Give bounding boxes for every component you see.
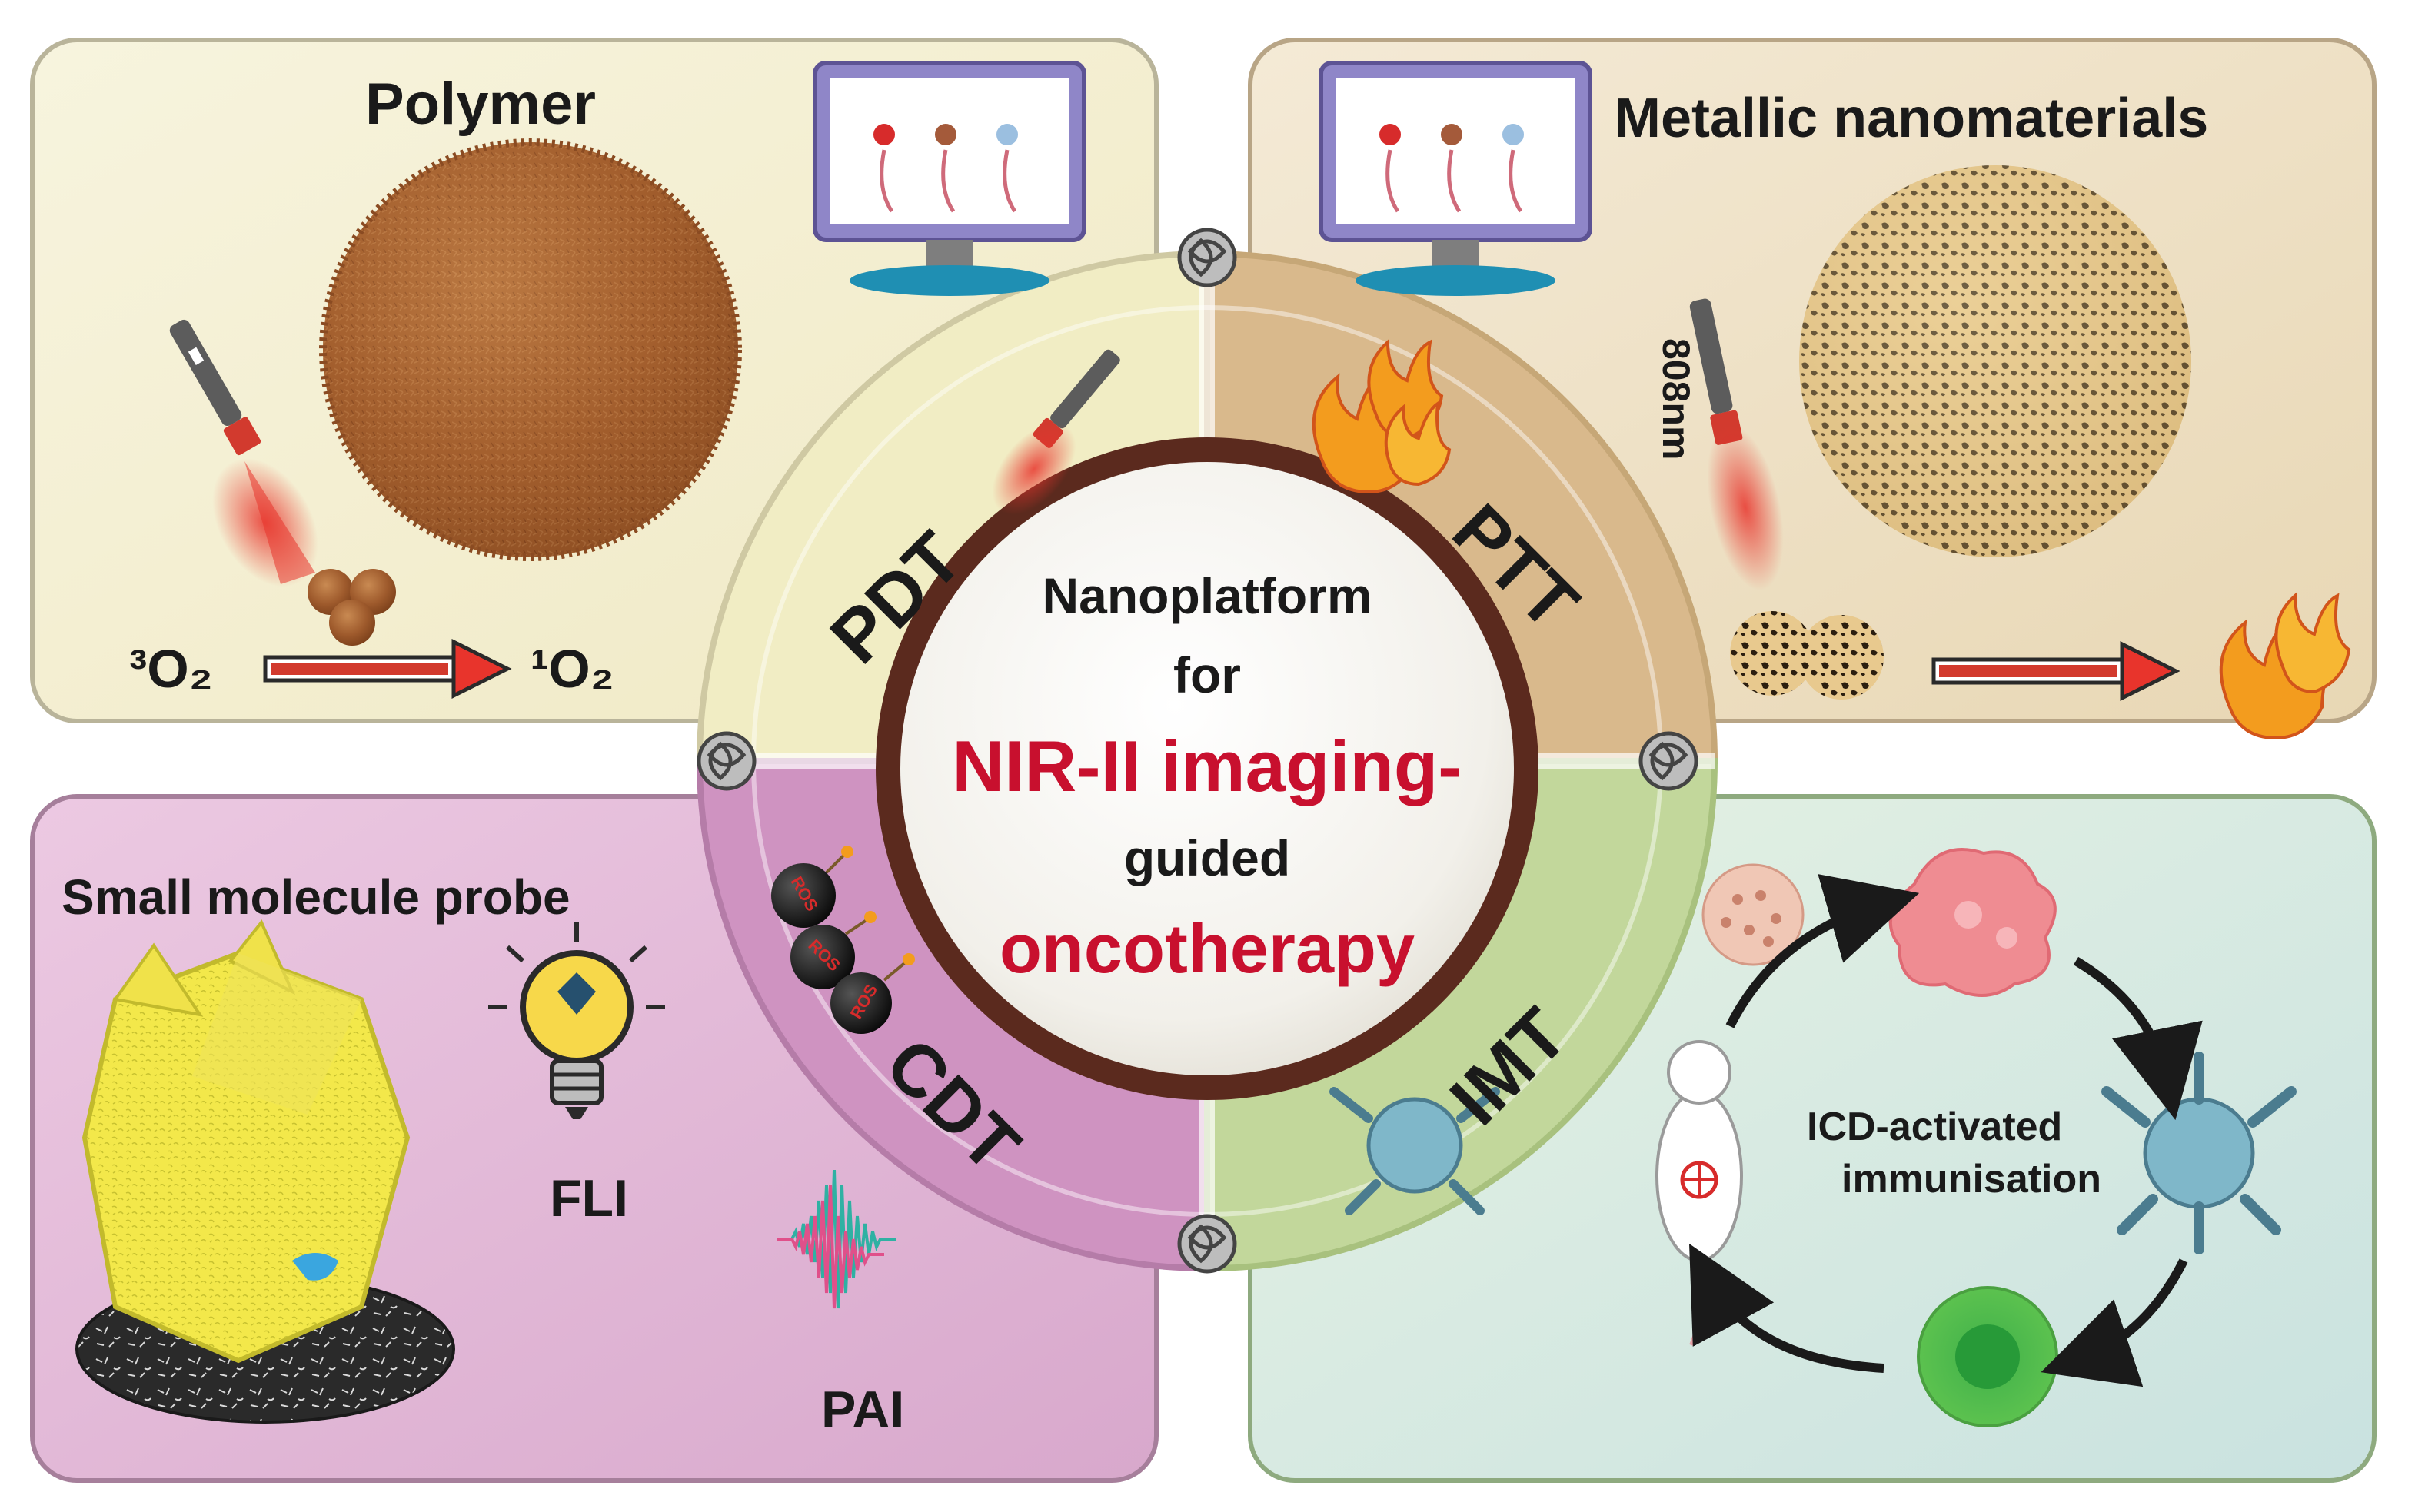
metallic-title: Metallic nanomaterials <box>1615 88 2209 149</box>
t-cell-icon <box>1917 1286 2058 1427</box>
center-line-3: NIR-II imaging- <box>952 726 1462 806</box>
photoacoustic-waveform-icon <box>777 1169 896 1309</box>
knot-icon-top <box>1177 228 1237 287</box>
metallic-nanoparticle-image <box>1799 165 2191 557</box>
dendritic-cell-icon-ring <box>1329 1087 1500 1215</box>
mouse-model-icon <box>1655 1040 1743 1347</box>
knot-icon-bottom <box>1177 1214 1237 1274</box>
heat-arrow <box>1931 640 2180 702</box>
small-molecule-title: Small molecule probe <box>62 869 570 925</box>
small-metallic-particles <box>1730 611 1884 700</box>
polymer-nanoparticle-image <box>319 138 742 561</box>
fli-label: FLI <box>550 1169 628 1228</box>
center-line-5: oncotherapy <box>999 911 1415 988</box>
immune-caption-line1: ICD-activated <box>1807 1105 2063 1149</box>
monitor-icon-left <box>813 61 1086 296</box>
reaction-arrow <box>263 638 512 700</box>
polymer-title: Polymer <box>365 71 596 137</box>
monitor-icon-right <box>1319 61 1592 296</box>
flame-icon-result <box>2219 592 2351 740</box>
ros-bomb-icons <box>771 846 915 1034</box>
center-line-4: guided <box>1123 829 1291 886</box>
wavelength-label: 808nm <box>1655 338 1698 460</box>
light-bulb-icon <box>488 922 665 1119</box>
knot-icon-right <box>1638 731 1698 791</box>
laser-pointer-icon <box>169 319 318 587</box>
pai-label: PAI <box>821 1381 905 1439</box>
molecular-crystal-image <box>81 919 411 1364</box>
small-nanoparticle-cluster <box>308 569 396 646</box>
cycle-arrows <box>1688 874 2203 1387</box>
porous-nanoparticle-icon <box>1701 863 1805 966</box>
knot-icon-left <box>697 731 757 791</box>
center-line-2: for <box>1173 646 1241 703</box>
pdt-laser-icon <box>992 349 1120 515</box>
center-line-1: Nanoplatform <box>1042 567 1372 624</box>
immune-caption-line2: immunisation <box>1841 1157 2102 1201</box>
reaction-product: ¹O₂ <box>531 639 614 699</box>
reaction-reactant: ³O₂ <box>129 639 213 699</box>
center-hub <box>876 437 1538 1100</box>
ptt-laser-icon <box>1689 298 1784 591</box>
flame-icon-group <box>1312 338 1452 494</box>
